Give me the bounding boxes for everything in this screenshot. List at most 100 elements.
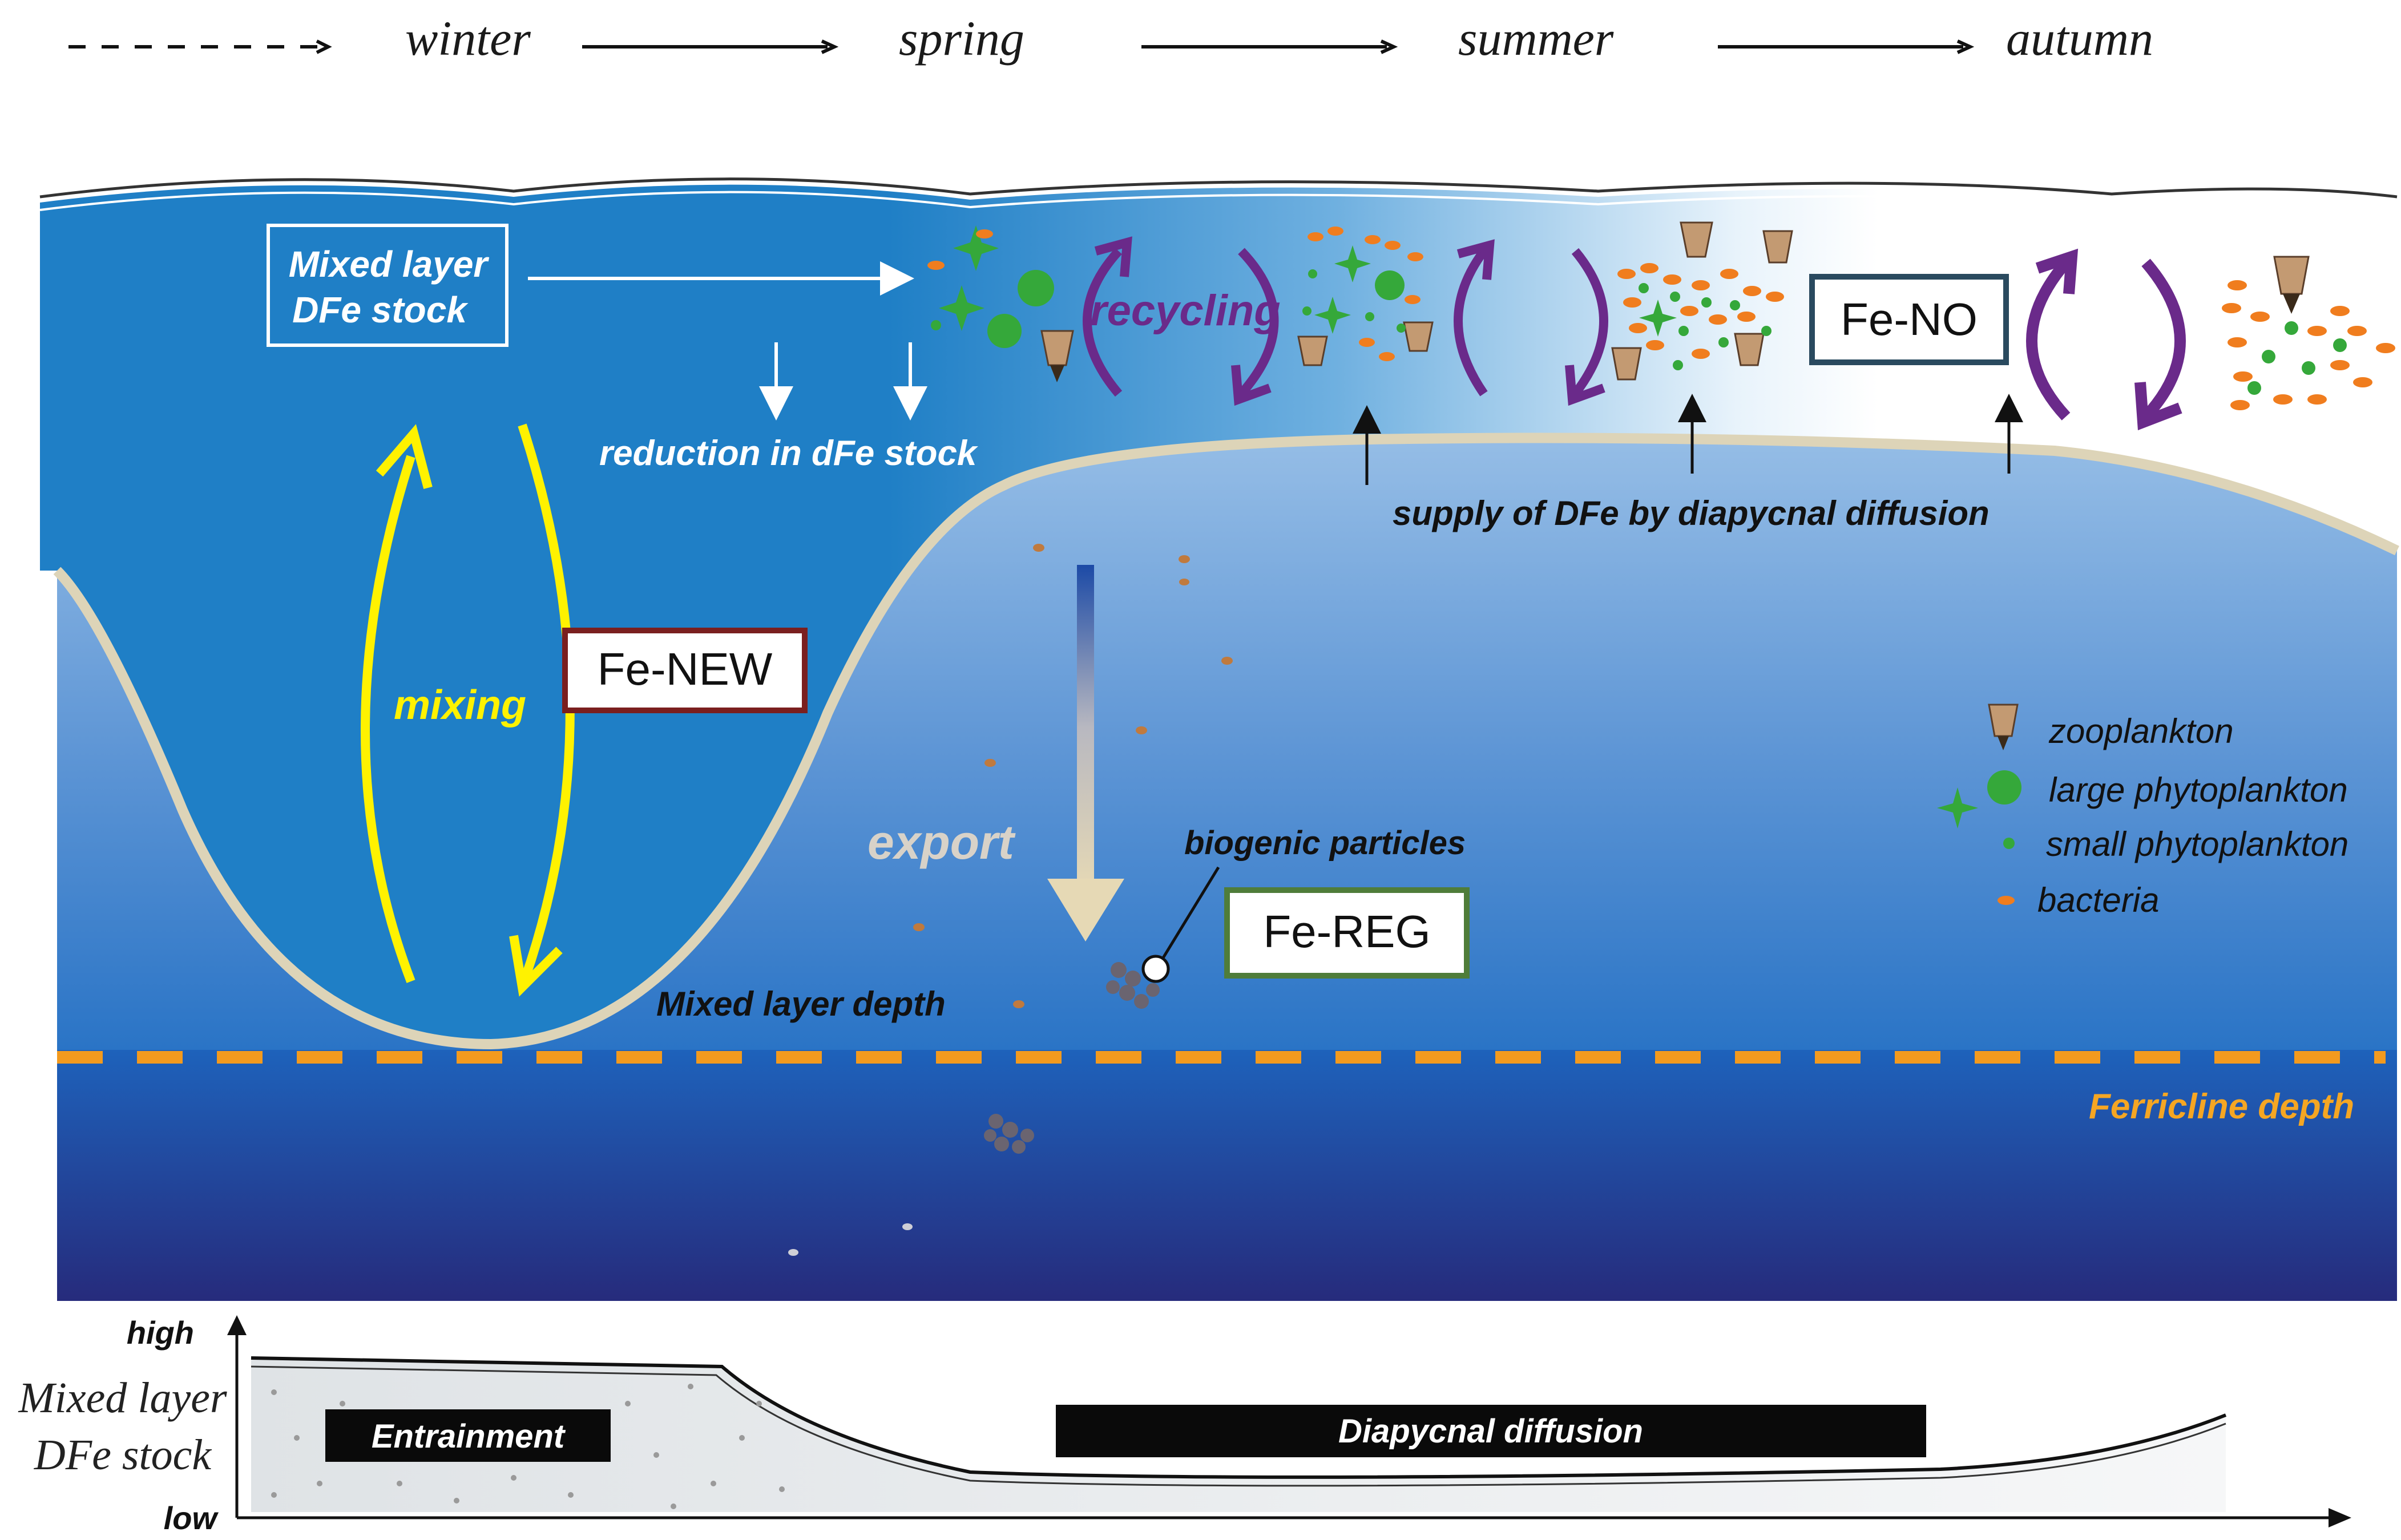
recycle-arrowhead-autumn-right [2134,382,2182,431]
mixing-arrowhead-up [376,424,433,490]
sinking-particles [913,544,1233,1008]
particle-aggregate-2 [984,1114,1034,1154]
zooplankton-icon [1297,336,1328,366]
export-label: export [867,815,1016,869]
recycle-arrow-spring-right [1238,248,1279,397]
fe-new-label: Fe-NEW [598,644,773,694]
mixed-layer [40,184,2397,1044]
legend-large-phytoplankton-cell-icon [1987,770,2021,805]
biogenic-pointer [1154,866,1220,971]
plankton-summer [1611,221,1793,381]
dfe-stock-panel: high low Mixed layer DFe stock Entrainme… [18,1315,2351,1536]
mixed-layer-depth-label: Mixed layer depth [656,985,946,1023]
recycle-arrowhead-spring-right [1231,365,1272,406]
timeline-arrowhead-4 [1956,39,1975,54]
timeline-arrowhead-1 [316,39,332,54]
legend-zooplankton-label: zooplankton [2048,712,2234,750]
recycle-arrow-summer-left [1454,248,1488,397]
season-spring: spring [899,11,1024,66]
supply-label: supply of DFe by diapycnal diffusion [1393,494,1990,532]
legend-bacteria-label: bacteria [2037,881,2159,919]
season-summer: summer [1458,11,1614,66]
timeline-arrowhead-3 [1380,39,1398,54]
particle-aggregate-1 [1106,962,1160,1009]
biogenic-label: biogenic particles [1184,824,1466,862]
recycle-arrow-summer-right [1571,248,1608,397]
legend-bacteria-icon [1998,896,2015,905]
diapycnal-bar [1056,1405,1926,1457]
large-phytoplankton-star-icon [939,285,984,331]
fe-new-box: Fe-NEW [562,628,808,713]
season-winter: winter [405,11,531,66]
ferricline-label: Ferricline depth [2089,1087,2354,1126]
large-phytoplankton-cell-icon [1018,270,1054,306]
panel-ylabel-line1: Mixed layer [18,1374,227,1422]
zooplankton-icon [1762,230,1793,264]
diapycnal-label: Diapycnal diffusion [1338,1413,1643,1450]
bacteria-cluster [1308,227,1423,361]
large-phytoplankton-cell-icon [1375,270,1405,300]
zooplankton-icon [1611,347,1642,381]
supply-arrows [1353,394,2023,485]
zooplankton-icon [1040,330,1074,366]
sea-surface-line-2 [39,191,2398,211]
mixed-layer-boundary [53,433,2399,1050]
large-phytoplankton-star-icon [1314,297,1351,334]
small-phytoplankton-cluster [1302,269,1406,333]
zooplankton-icon [1403,321,1434,352]
biogenic-pointer-dot [1141,955,1170,983]
legend-zooplankton-tail-icon [1998,736,2009,750]
legend-large-phytoplankton-star-icon [1937,787,1978,828]
large-phytoplankton-star-icon [1639,300,1677,337]
recycle-arrow-autumn-left [2026,258,2071,421]
panel-x-axis-arrowhead [2329,1508,2351,1527]
recycle-arrowhead-spring-left [1094,236,1132,277]
fe-no-label: Fe-NO [1841,294,1978,345]
bacteria-icon [927,261,945,270]
axis-low-label: low [164,1500,219,1536]
ocean [39,177,2399,1301]
large-phytoplankton-cell-icon [987,314,1022,348]
zooplankton-icon [2273,256,2310,295]
deep-particles [788,1223,913,1256]
panel-stock-curve-2 [251,1365,2226,1487]
plankton-spring [927,225,1074,382]
legend: zooplankton large phytoplankton small ph… [1937,704,2348,919]
legend-large-phytoplankton-label: large phytoplankton [2049,771,2348,809]
deep-water [57,1050,2397,1301]
mixing-arrow-up [361,455,415,983]
mixing-arrowhead-down [509,935,563,997]
legend-zooplankton-icon [1988,704,2019,737]
bacteria-icon [976,229,993,239]
entrainment-label: Entrainment [372,1418,566,1455]
stock-box-line2: DFe stock [292,289,469,330]
small-phytoplankton-cluster [1639,283,1772,370]
reduction-label: reduction in dFe stock [599,434,979,473]
small-phytoplankton-cluster [2247,321,2347,395]
fe-no-box: Fe-NO [1809,274,2009,365]
export-arrowhead [1047,879,1124,941]
axis-high-label: high [127,1315,194,1351]
large-phytoplankton-star-icon [953,225,999,271]
legend-small-phytoplankton-label: small phytoplankton [2046,825,2348,863]
zooplankton-tail-icon [2283,294,2300,314]
fe-reg-label: Fe-REG [1263,906,1430,957]
season-autumn: autumn [2006,11,2153,66]
plankton-spring-late [1297,227,1434,366]
bacteria-cluster [1617,263,1784,359]
recycle-arrowhead-autumn-left [2035,248,2079,294]
zooplankton-icon [1734,333,1765,366]
stock-box-line1: Mixed layer [289,244,490,285]
panel-stock-curve [251,1356,2227,1479]
mixed-layer-stock-box: Mixed layer DFe stock [267,224,509,347]
recycling-arrows [1083,236,2186,431]
zooplankton-tail-icon [1050,365,1064,382]
zooplankton-icon [1680,221,1713,258]
large-phytoplankton-star-icon [1334,245,1371,282]
recycle-arrow-spring-left [1083,248,1123,397]
panel-ylabel-line2: DFe stock [34,1431,212,1479]
legend-small-phytoplankton-icon [2003,838,2015,849]
fe-reg-box: Fe-REG [1224,887,1470,979]
export-arrow-shaft [1077,565,1094,890]
panel-y-axis-arrowhead [227,1315,247,1335]
